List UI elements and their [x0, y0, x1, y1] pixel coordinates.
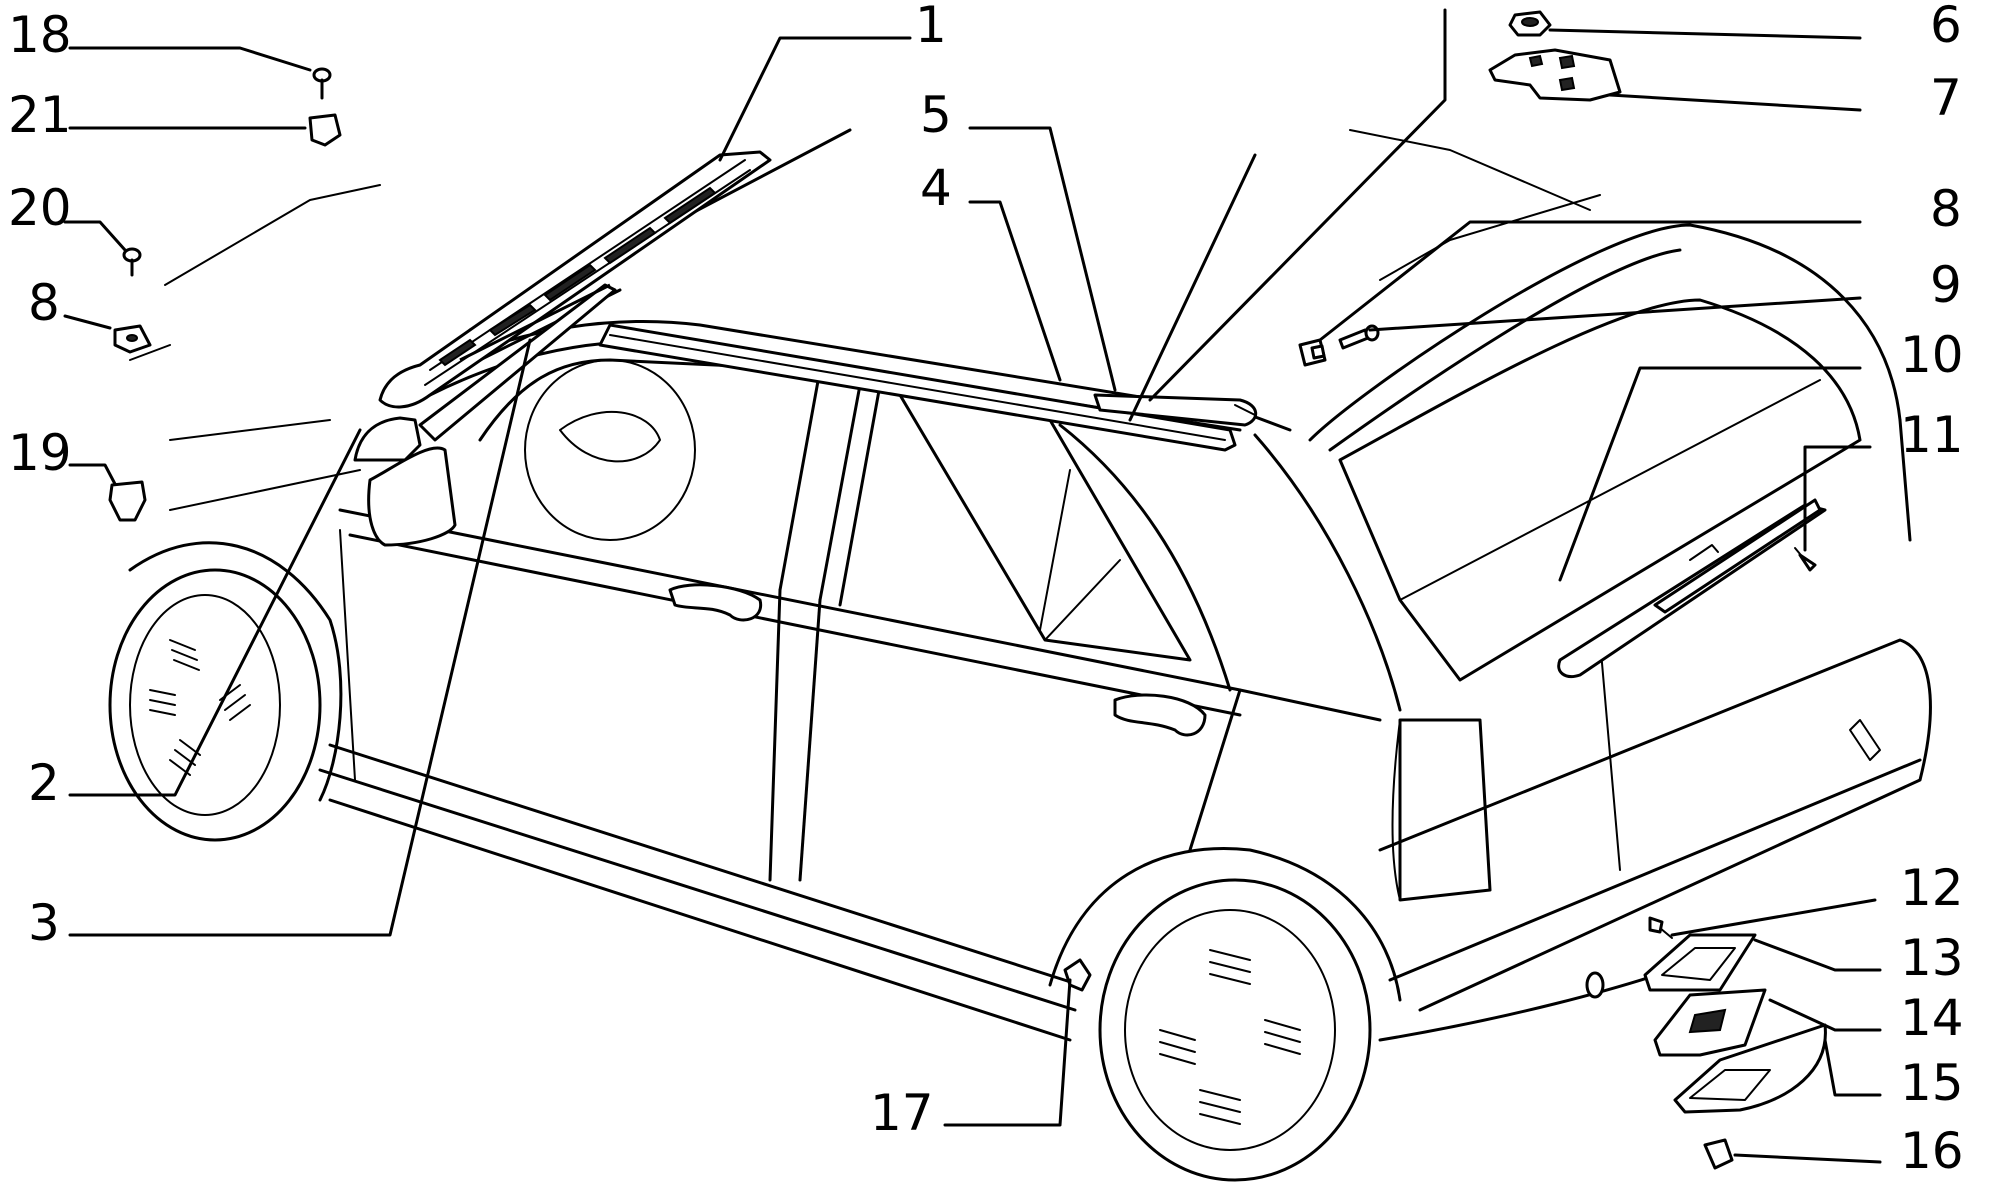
part-4-roof-moulding — [598, 323, 1237, 452]
part-2-door-mirror — [353, 416, 457, 547]
front-hubcap — [149, 639, 251, 776]
leader-lines — [63, 8, 1882, 1164]
part-3-pillar-trim — [418, 283, 617, 442]
callout-2: 2 — [28, 754, 60, 812]
part-7-bracket — [1488, 48, 1622, 102]
callout-1: 1 — [915, 0, 947, 54]
callout-5: 5 — [920, 86, 952, 144]
part-16-plug — [1703, 1138, 1734, 1170]
part-8-clip-left — [113, 324, 152, 354]
part-19-plug — [108, 480, 147, 522]
part-8-clip-right — [1298, 338, 1327, 367]
callout-11: 11 — [1900, 406, 1964, 464]
trim-slats — [438, 186, 717, 367]
callout-15: 15 — [1900, 1054, 1964, 1112]
part-11-screw — [1794, 547, 1817, 572]
part-20-screw — [122, 247, 142, 277]
part-6-nut — [1508, 10, 1552, 37]
part-10-tailgate-moulding — [1557, 498, 1827, 678]
callout-14: 14 — [1900, 989, 1964, 1047]
part-12-screw — [1648, 916, 1673, 939]
part-18-screw — [312, 67, 332, 100]
callout-6: 6 — [1930, 0, 1962, 54]
callout-4: 4 — [920, 159, 952, 217]
callout-16: 16 — [1900, 1122, 1964, 1180]
part-1-windscreen-trim — [378, 150, 772, 409]
callout-13: 13 — [1900, 929, 1964, 987]
callout-3: 3 — [28, 894, 60, 952]
callout-8-left: 8 — [28, 274, 60, 332]
callout-21: 21 — [8, 86, 72, 144]
part-5-roof-strip — [1093, 393, 1258, 427]
part-13-gasket — [1643, 933, 1757, 992]
part-21-clip — [308, 113, 342, 147]
callout-9: 9 — [1930, 256, 1962, 314]
callout-8-right: 8 — [1930, 180, 1962, 238]
callout-7: 7 — [1930, 69, 1962, 127]
callout-18: 18 — [8, 6, 72, 64]
callout-12: 12 — [1900, 859, 1964, 917]
callout-10: 10 — [1900, 326, 1964, 384]
callout-labels: 18 21 20 8 19 2 3 17 1 5 4 6 7 8 9 10 11… — [8, 0, 1964, 1180]
car-body — [108, 128, 1932, 1182]
callout-19: 19 — [8, 424, 72, 482]
part-9-screw — [1338, 324, 1380, 350]
rear-hubcap — [1159, 949, 1301, 1125]
part-14-housing — [1653, 988, 1767, 1057]
callout-20: 20 — [8, 179, 72, 237]
callout-17: 17 — [870, 1084, 934, 1142]
